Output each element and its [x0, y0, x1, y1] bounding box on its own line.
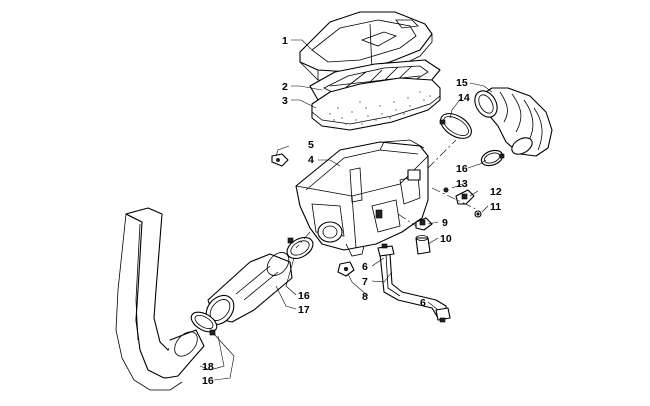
centerlines — [295, 139, 479, 249]
airbox-cover — [299, 11, 433, 83]
drain-plug — [415, 235, 431, 255]
callout-3: 3 — [282, 95, 288, 107]
callout-18: 18 — [202, 361, 214, 373]
callout-11: 11 — [490, 201, 501, 213]
screw — [474, 210, 482, 218]
callout-8: 8 — [362, 291, 368, 303]
callout-1: 1 — [282, 35, 288, 47]
grommet — [337, 261, 355, 277]
clip — [271, 153, 289, 167]
callout-4: 4 — [308, 154, 314, 166]
callout-16-upper: 16 — [456, 163, 468, 175]
callout-labels: 1 2 3 5 4 15 14 16 13 12 11 9 10 6 7 8 1… — [202, 35, 502, 387]
leader-lines — [199, 39, 493, 381]
callout-13: 13 — [456, 178, 468, 190]
intake-pipe — [115, 207, 205, 391]
tube-clamp-lower — [435, 307, 451, 323]
callout-7: 7 — [362, 276, 368, 288]
sensor-bracket — [455, 189, 475, 205]
callout-17: 17 — [298, 304, 310, 316]
filter-element — [311, 77, 441, 131]
intake-boot — [474, 87, 553, 157]
clamp-lower — [190, 311, 218, 336]
bracket-screw — [443, 187, 449, 193]
callout-6-upper: 6 — [362, 261, 368, 273]
intake-duct — [205, 252, 293, 326]
callout-15: 15 — [456, 77, 468, 89]
callout-16-mid: 16 — [298, 290, 310, 302]
large-clamp — [439, 113, 472, 139]
callout-9: 9 — [442, 217, 448, 229]
airbox-housing — [295, 139, 429, 257]
callout-16-lower: 16 — [202, 375, 214, 387]
clamp-upper — [480, 149, 505, 167]
tube-clamp-upper — [377, 243, 395, 257]
callout-14: 14 — [458, 92, 470, 104]
callout-2: 2 — [282, 81, 288, 93]
callout-5: 5 — [308, 139, 314, 151]
small-clamp-right — [415, 217, 433, 231]
callout-6-lower: 6 — [420, 297, 426, 309]
callout-12: 12 — [490, 186, 502, 198]
callout-10: 10 — [440, 233, 452, 245]
clamp-mid — [286, 236, 314, 260]
